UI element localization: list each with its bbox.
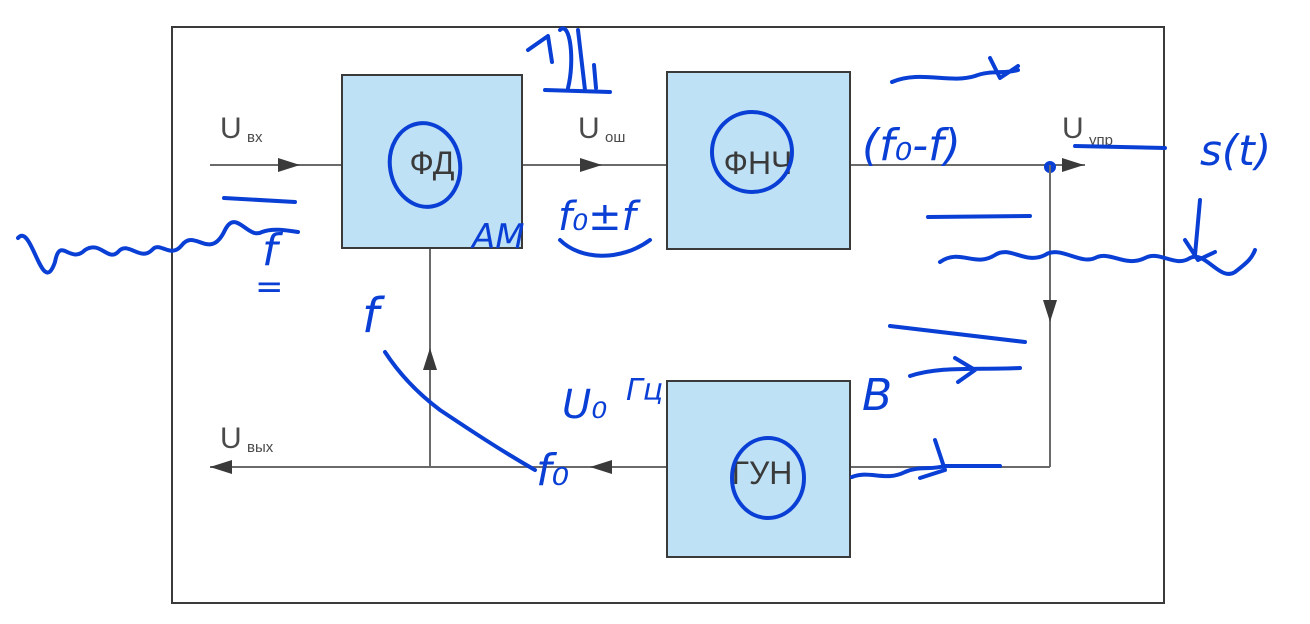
- ink-am: AM: [470, 217, 525, 257]
- ink-s-t: s(t): [1200, 126, 1271, 175]
- block-label-lpf: ФНЧ: [724, 145, 793, 181]
- ink-wave-vco: [850, 438, 1002, 480]
- ink-arrow-b: [908, 356, 1022, 384]
- arrow-down: [1043, 300, 1057, 322]
- ink-sum-freq: f₀±f: [558, 194, 642, 240]
- arrow-error: [580, 158, 602, 172]
- ink-diff-freq: (f₀-f): [862, 120, 961, 171]
- arrow-up: [423, 348, 437, 370]
- ink-circle-vco: [730, 436, 806, 520]
- block-label-pd: ФД: [410, 145, 455, 181]
- ink-vco-u: U₀: [562, 382, 607, 428]
- block-vco[interactable]: ГУН: [666, 380, 851, 558]
- ink-vco-g: Гц: [626, 373, 663, 408]
- ink-vco-f: f₀: [536, 445, 569, 496]
- diagram-frame: [171, 26, 1165, 604]
- ink-underline-sum: [558, 238, 652, 258]
- block-label-vco: ГУН: [732, 455, 793, 491]
- ink-feedback-f: f: [362, 288, 385, 344]
- ink-curve-feedback: [383, 350, 537, 472]
- arrow-control: [1062, 158, 1084, 172]
- signal-input-label: U вх: [220, 112, 263, 146]
- arrow-output: [210, 460, 232, 474]
- ink-arrow-right: [1183, 198, 1217, 262]
- svg-text:U: U: [220, 112, 242, 145]
- ink-circle-pd: [387, 121, 463, 209]
- svg-text:U: U: [578, 112, 600, 145]
- ink-line-control: [1073, 144, 1167, 150]
- block-phase-detector[interactable]: ФД: [341, 74, 523, 249]
- ink-line-b-top: [888, 324, 1027, 344]
- handwritten-annotations: f = AM f₀±f (f₀-f) s(t) f U₀ f₀ Гц B: [16, 26, 1271, 520]
- signal-output-label: U вых: [220, 422, 274, 456]
- ink-input-eq: =: [255, 267, 284, 307]
- signal-error-label: U ош: [578, 112, 625, 146]
- ink-wave-right: [938, 248, 1257, 276]
- svg-text:ош: ош: [605, 129, 625, 146]
- arrow-vco-out: [590, 460, 612, 474]
- svg-text:вых: вых: [247, 439, 274, 456]
- ink-circle-lpf: [710, 110, 794, 194]
- ink-scribble-top: [526, 26, 612, 94]
- ink-wave-input: [16, 220, 300, 275]
- svg-text:U: U: [220, 422, 242, 455]
- svg-text:U: U: [1062, 112, 1084, 145]
- ink-line-diff: [926, 214, 1032, 219]
- ink-b-label: B: [862, 370, 892, 421]
- block-low-pass-filter[interactable]: ФНЧ: [666, 71, 851, 250]
- ink-line-input: [222, 196, 297, 204]
- signal-control-label: U упр: [1062, 112, 1113, 149]
- arrow-input: [278, 158, 300, 172]
- ink-wave-diff: [890, 56, 1020, 84]
- svg-text:вх: вх: [247, 129, 263, 146]
